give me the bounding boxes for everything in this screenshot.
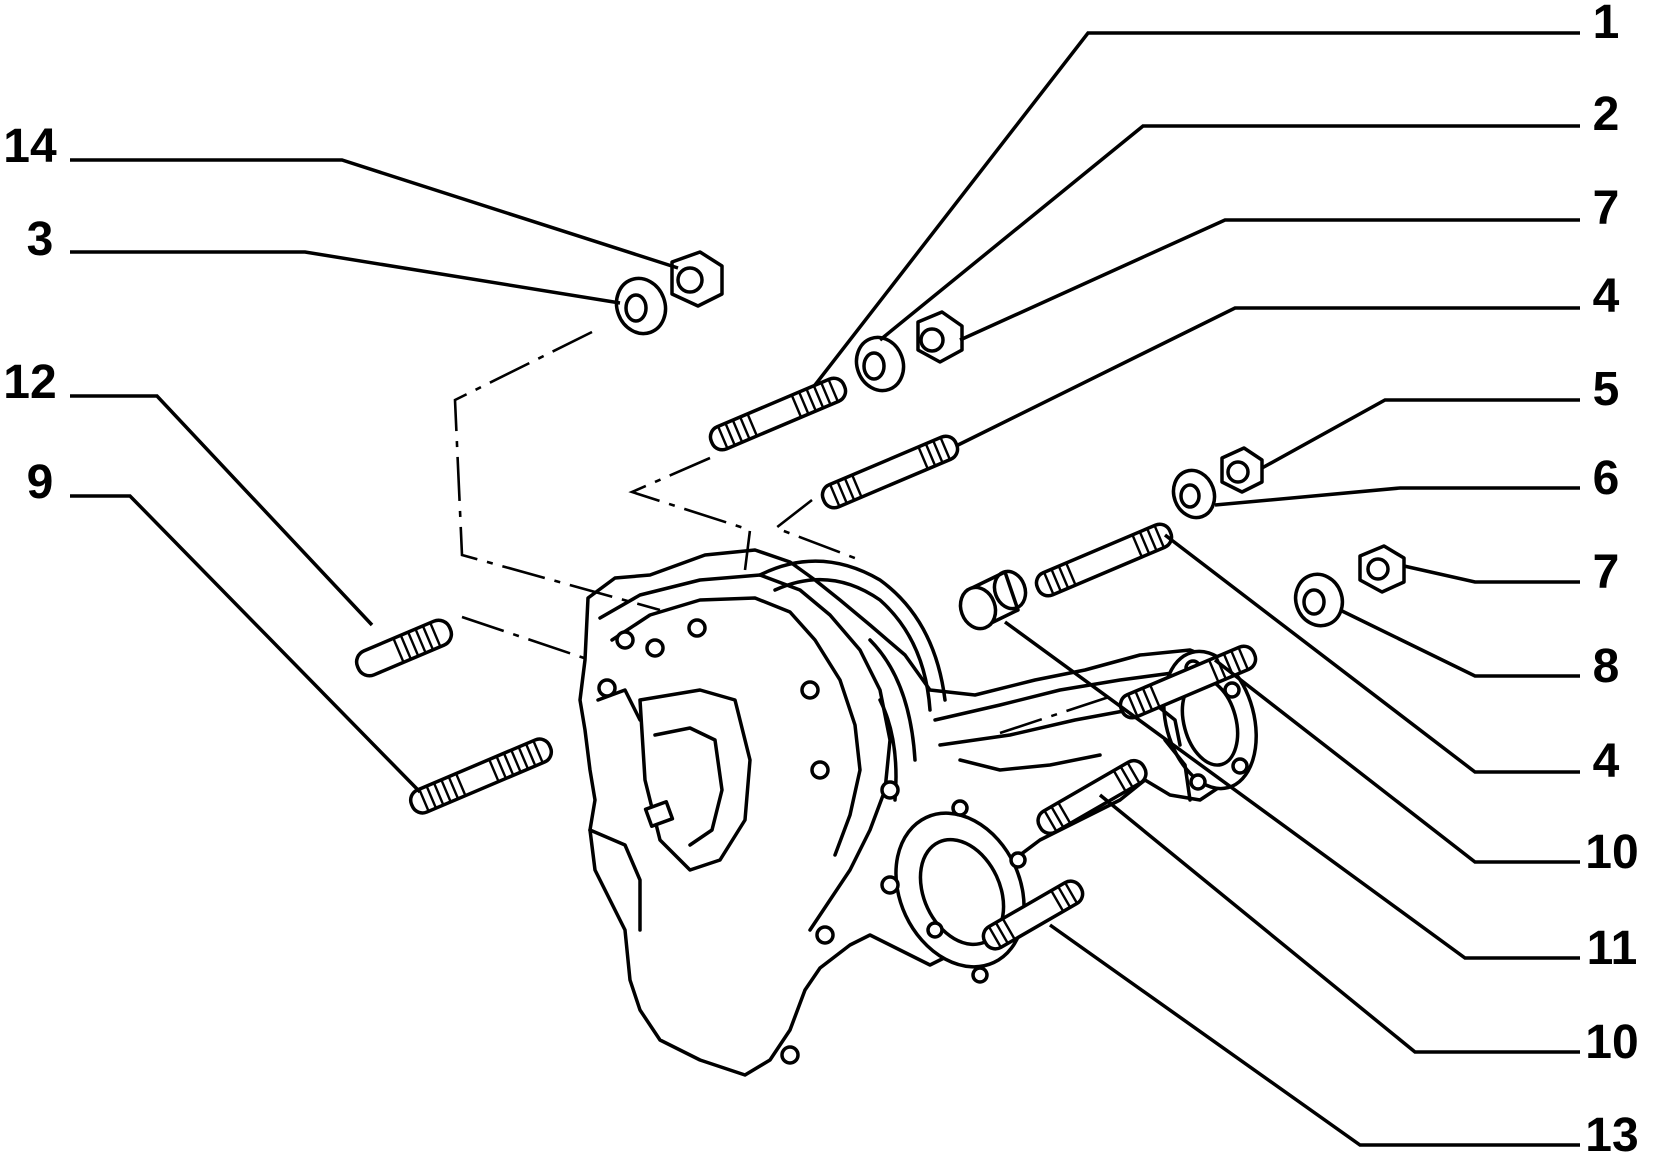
leader-14 <box>70 158 679 270</box>
leader-4b <box>1163 533 1580 774</box>
nut-7-upper <box>916 310 964 364</box>
callout-6: 6 <box>1593 452 1620 505</box>
leader-12 <box>70 394 374 627</box>
gearbox-housing <box>578 548 1258 1077</box>
callout-8: 8 <box>1593 640 1620 693</box>
leader-2 <box>878 124 1580 342</box>
leader-13 <box>1048 923 1580 1147</box>
callout-7: 7 <box>1593 546 1620 599</box>
stud-4-lower <box>1034 522 1174 598</box>
nut-5 <box>1220 446 1264 494</box>
washer-6 <box>1171 468 1217 520</box>
leader-11 <box>1003 620 1580 960</box>
washer-3 <box>614 276 668 336</box>
leader-4a <box>957 306 1580 447</box>
callout-2: 2 <box>1593 88 1620 141</box>
leader-5 <box>1261 398 1580 470</box>
callout-7: 7 <box>1593 182 1620 235</box>
leader-10a <box>1213 658 1580 864</box>
leader-3 <box>70 250 621 305</box>
callout-4: 4 <box>1593 735 1620 788</box>
leader-lines <box>70 31 1580 1147</box>
nut-14 <box>670 250 724 308</box>
stud-12 <box>354 618 454 678</box>
stud-10-lower <box>1036 758 1148 836</box>
leader-6 <box>1214 486 1580 507</box>
callout-9: 9 <box>27 456 54 509</box>
nut-7-lower <box>1358 544 1406 594</box>
leader-9 <box>70 494 422 794</box>
callout-14: 14 <box>3 120 57 173</box>
assembly-center-lines <box>453 330 1116 735</box>
callout-10: 10 <box>1585 826 1638 879</box>
callout-labels: 1 2 7 4 5 6 7 8 4 10 11 10 13 14 3 12 9 <box>3 0 1638 1159</box>
bushing-11 <box>958 569 1028 631</box>
callout-4: 4 <box>1593 270 1620 323</box>
stud-13 <box>981 879 1085 951</box>
stud-1 <box>708 376 848 452</box>
stud-4-upper <box>820 434 960 510</box>
washer-8 <box>1293 572 1345 628</box>
stud-9 <box>408 737 554 815</box>
callout-11: 11 <box>1587 922 1638 975</box>
callout-1: 1 <box>1593 0 1620 49</box>
callout-13: 13 <box>1585 1109 1638 1159</box>
leader-7b <box>1403 564 1580 584</box>
washer-2 <box>854 335 906 393</box>
callout-5: 5 <box>1593 363 1620 416</box>
leader-10b <box>1098 793 1580 1054</box>
leader-7a <box>959 218 1580 342</box>
callout-12: 12 <box>3 356 56 409</box>
leader-8 <box>1339 608 1580 678</box>
callout-10: 10 <box>1585 1016 1638 1069</box>
callout-3: 3 <box>27 213 54 266</box>
leader-1 <box>813 31 1580 387</box>
